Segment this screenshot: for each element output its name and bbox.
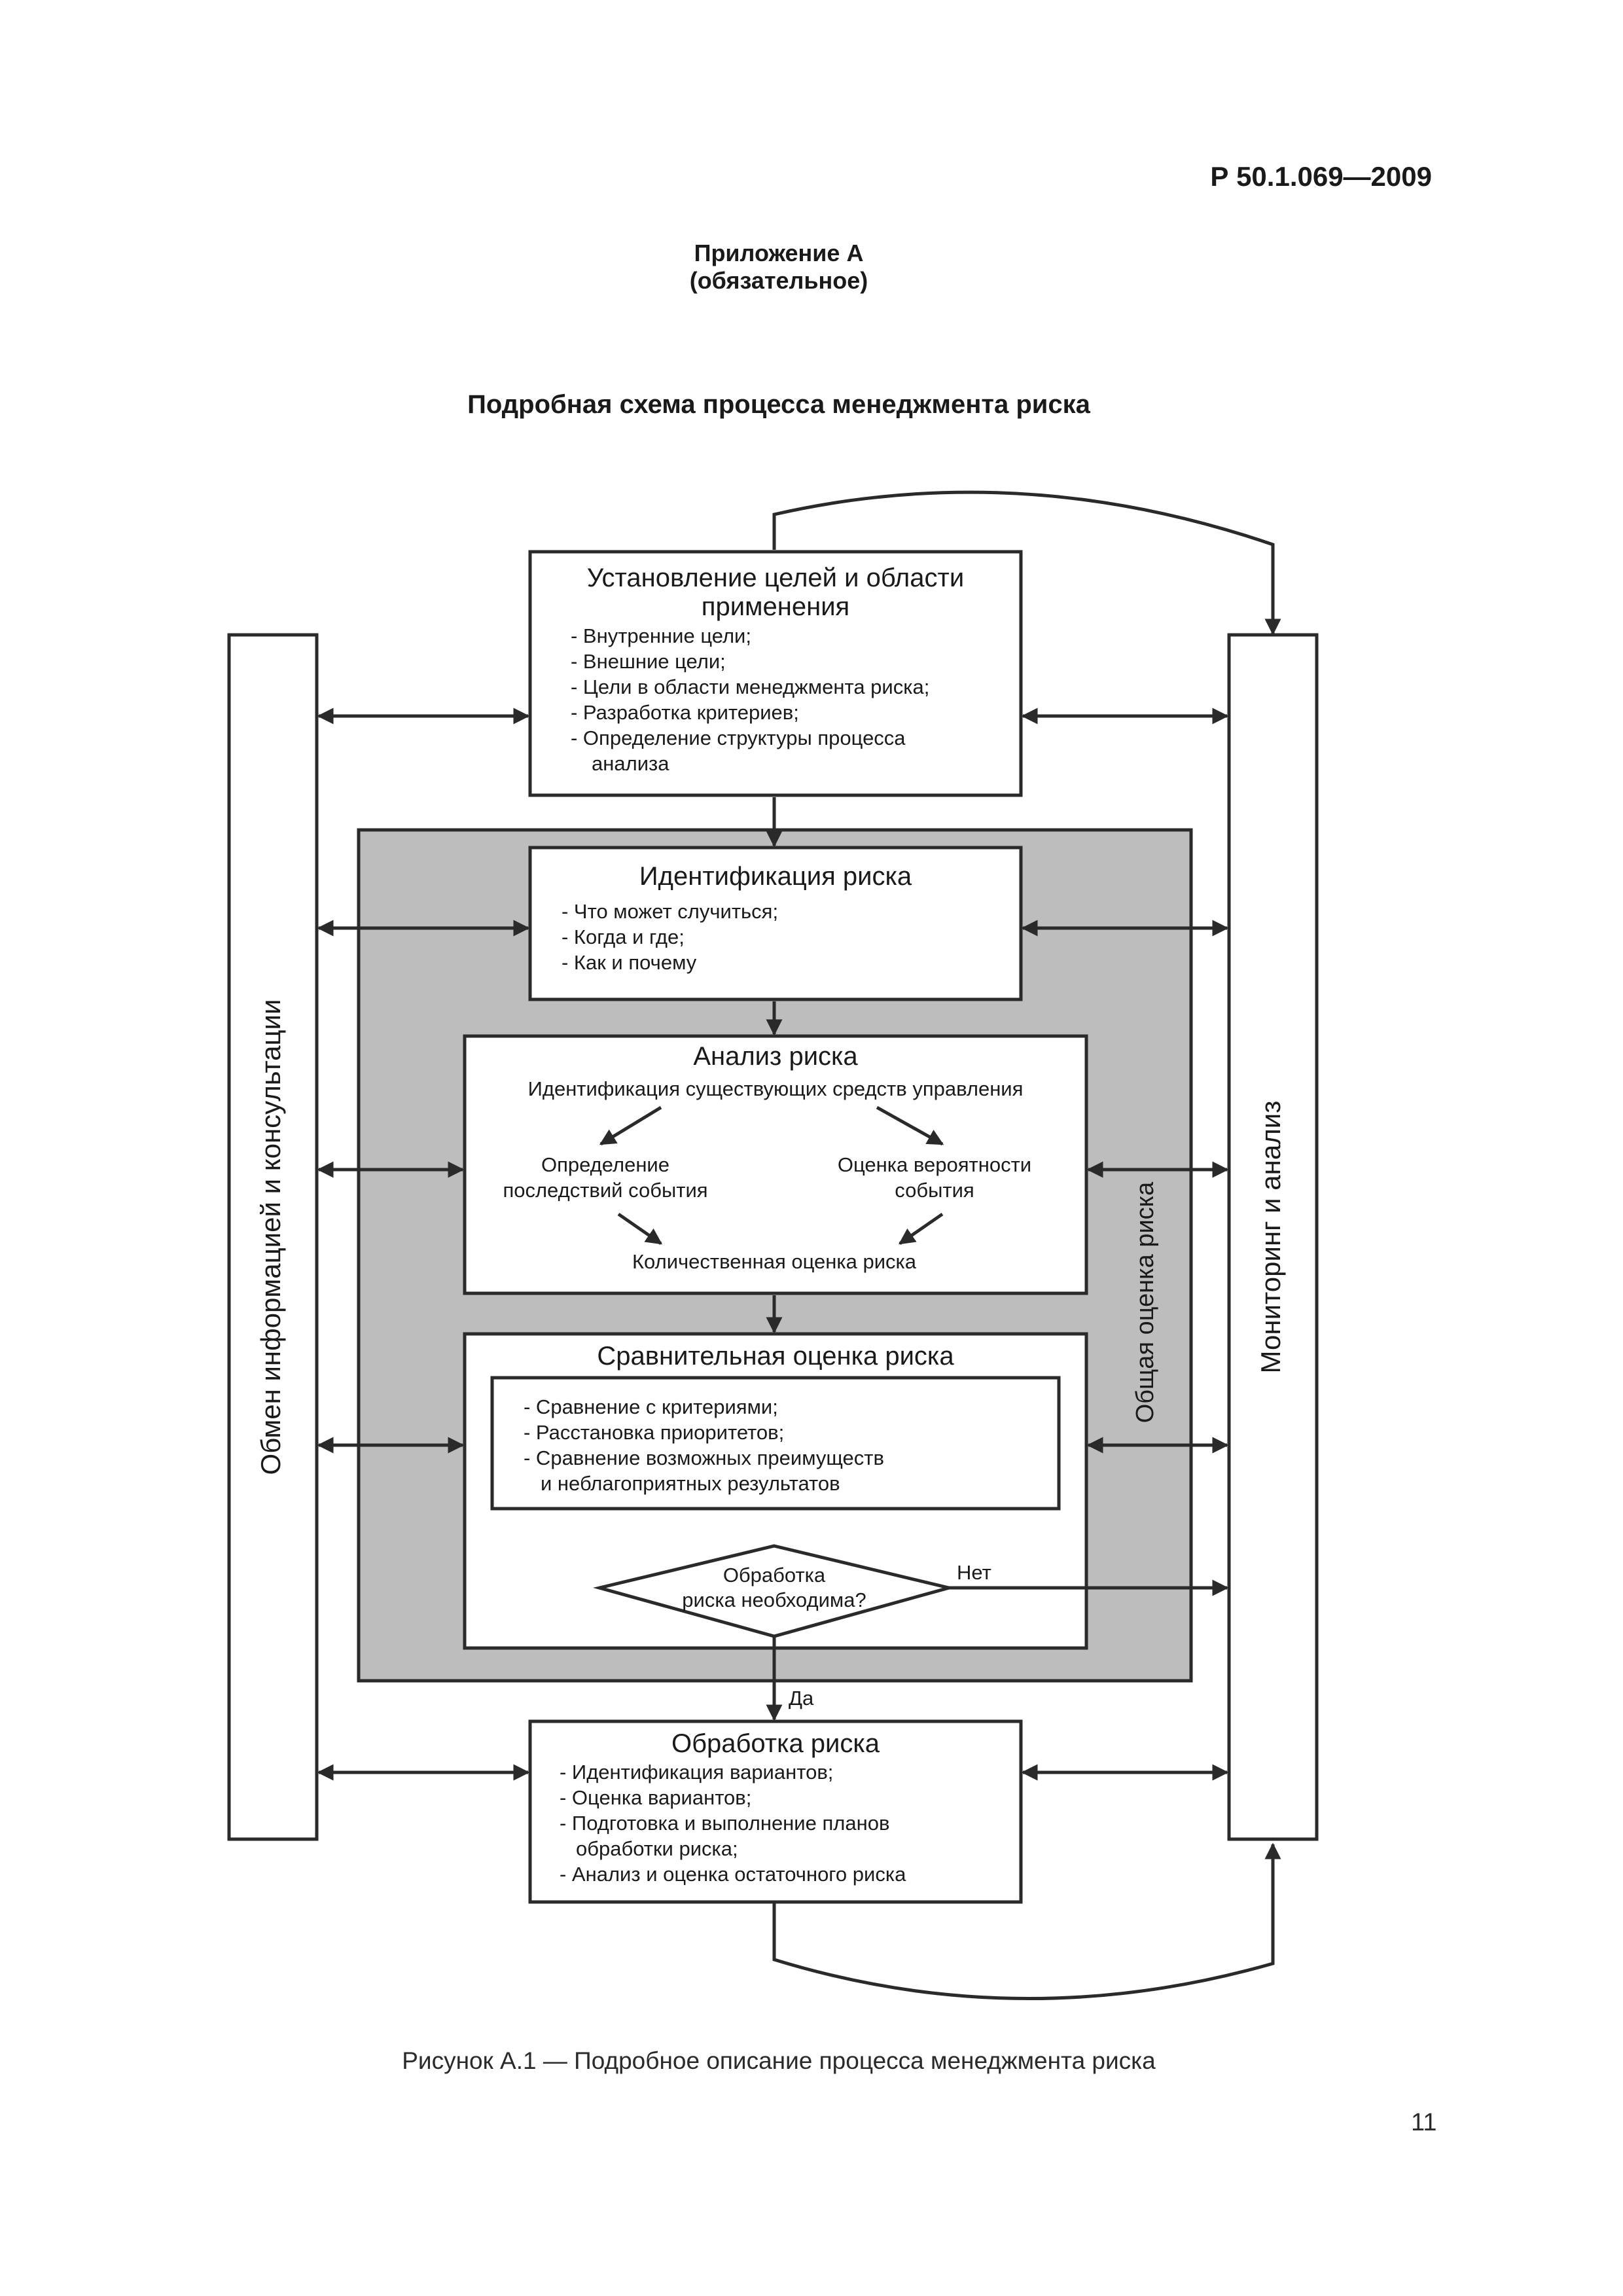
arrow-consequences-to-level bbox=[617, 1212, 663, 1246]
top-loop-arrow bbox=[772, 490, 1281, 636]
decision-diamond bbox=[593, 1544, 955, 1638]
evaluation-item: и неблагоприятных результатов bbox=[541, 1472, 840, 1495]
evaluation-item: - Сравнение возможных преимуществ bbox=[524, 1446, 884, 1469]
evaluation-title: Сравнительная оценка риска bbox=[597, 1342, 954, 1371]
communication-label: Обмен информацией и консультации bbox=[255, 999, 286, 1475]
treatment-box bbox=[528, 1719, 1023, 1904]
arrow-likelihood-to-level bbox=[898, 1212, 944, 1246]
decision-yes-label: Да bbox=[789, 1687, 814, 1710]
context-item: - Цели в области менеджмента риска; bbox=[571, 675, 929, 698]
evaluation-item: - Сравнение с критериями; bbox=[524, 1395, 778, 1418]
evaluation-item: - Расстановка приоритетов; bbox=[524, 1421, 784, 1444]
context-item: анализа bbox=[592, 752, 669, 775]
identification-item: - Что может случиться; bbox=[562, 900, 778, 923]
context-title-line1: Установление целей и области bbox=[587, 564, 964, 592]
treatment-title: Обработка риска bbox=[671, 1729, 880, 1758]
bottom-loop-arrow bbox=[772, 1842, 1281, 2000]
decision-no-label: Нет bbox=[957, 1561, 991, 1584]
monitoring-label: Мониторинг и анализ bbox=[1255, 1101, 1286, 1374]
context-item: - Определение структуры процесса bbox=[571, 726, 906, 749]
analysis-subtitle: Идентификация существующих средств управ… bbox=[528, 1077, 1024, 1100]
decision-label-line2: риска необходима? bbox=[682, 1588, 866, 1611]
identification-box bbox=[528, 846, 1023, 1001]
figure-caption: Рисунок А.1 — Подробное описание процесс… bbox=[402, 2047, 1156, 2074]
consequences-label-line1: Определение bbox=[541, 1153, 669, 1176]
likelihood-label-line1: Оценка вероятности bbox=[838, 1153, 1031, 1176]
treatment-item: - Анализ и оценка остаточного риска bbox=[560, 1863, 906, 1886]
scheme-title: Подробная схема процесса менеджмента рис… bbox=[467, 390, 1090, 419]
arrow-controls-to-likelihood bbox=[876, 1105, 944, 1146]
identification-item: - Как и почему bbox=[562, 951, 697, 974]
risk-level-label: Количественная оценка риска bbox=[632, 1250, 917, 1273]
document-number: Р 50.1.069—2009 bbox=[1210, 161, 1432, 192]
decision-label-line1: Обработка bbox=[723, 1564, 826, 1587]
context-item: - Разработка критериев; bbox=[571, 701, 799, 724]
context-box bbox=[528, 550, 1023, 797]
analysis-box bbox=[463, 1034, 1088, 1295]
page-number: 11 bbox=[1411, 2109, 1437, 2136]
identification-item: - Когда и где; bbox=[562, 925, 685, 948]
appendix-status: (обязательное) bbox=[689, 267, 868, 294]
appendix-title: Приложение А bbox=[694, 240, 864, 266]
context-title-line2: применения bbox=[702, 592, 849, 621]
context-item: - Внутренние цели; bbox=[571, 624, 751, 647]
treatment-item: - Подготовка и выполнение планов bbox=[560, 1812, 889, 1835]
treatment-item: - Оценка вариантов; bbox=[560, 1786, 751, 1809]
consequences-label-line2: последствий события bbox=[503, 1179, 707, 1202]
context-item: - Внешние цели; bbox=[571, 650, 726, 673]
assessment-label: Общая оценка риска bbox=[1132, 1181, 1159, 1423]
treatment-item: - Идентификация вариантов; bbox=[560, 1761, 833, 1784]
arrow-controls-to-consequences bbox=[599, 1105, 662, 1146]
identification-title: Идентификация риска bbox=[639, 862, 912, 891]
communication-panel bbox=[227, 633, 319, 1841]
evaluation-criteria-box bbox=[490, 1376, 1061, 1511]
treatment-item: обработки риска; bbox=[576, 1837, 738, 1860]
analysis-title: Анализ риска bbox=[693, 1042, 858, 1071]
likelihood-label-line2: события bbox=[895, 1179, 974, 1202]
